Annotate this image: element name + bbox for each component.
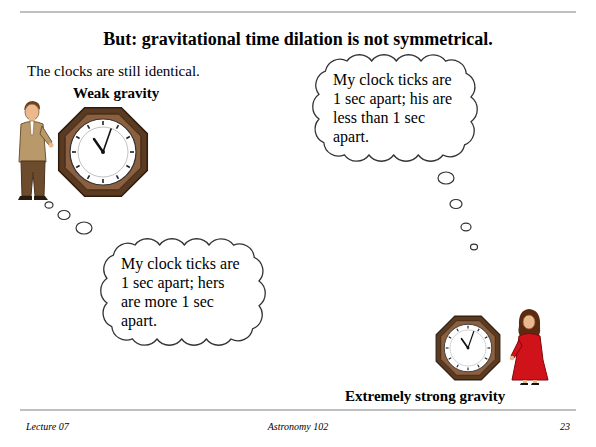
thought-cloud: My clock ticks are 1 sec apart; his are … [312,54,478,162]
thought-trail-part [461,223,471,231]
page-number: 23 [560,421,570,433]
thought-trail-part [58,211,70,220]
woman-figure-part [511,340,522,358]
woman-figure [510,309,548,385]
thought-trail-part [45,202,53,208]
woman-figure-part [520,383,528,385]
bottom-rule [20,410,576,411]
woman-figure-part [510,356,515,361]
cloud-shape [101,239,265,346]
figure-label: Extremely strong gravity [345,387,505,405]
thought-trail [438,172,478,250]
figure-label: Weak gravity [73,84,159,102]
footer-text: Astronomy 102 [268,421,328,433]
top-rule [20,12,576,13]
thought-trail-part [450,200,462,209]
thought-text: My clock ticks are 1 sec apart; hers are… [121,254,245,330]
man-figure-part [49,143,54,148]
cloud-outline [100,238,266,346]
man-figure [18,101,54,200]
cloud-text: My clock ticks are 1 sec apart; his are … [333,70,457,146]
thought-trail [45,202,92,234]
woman-figure-part [533,380,537,383]
weak-gravity-clock [59,108,148,197]
thought-trail-part [471,244,478,250]
man-figure-part [18,196,32,200]
thought-trail-part [438,172,454,184]
man-figure-part [34,196,48,200]
slide-title: But: gravitational time dilation is not … [103,29,492,50]
man-figure-part [21,161,45,196]
cloud-text: My clock ticks are 1 sec apart; hers are… [121,254,245,330]
thought-text: My clock ticks are 1 sec apart; his are … [333,70,457,146]
man-figure-part [30,121,34,135]
thought-trail-part [76,222,92,234]
woman-figure-part [523,380,527,383]
cloud-outline [312,54,478,162]
man-figure-part [25,104,39,120]
subtitle-note: The clocks are still identical. [27,62,200,80]
thought-cloud: My clock ticks are 1 sec apart; hers are… [100,238,266,346]
cloud-shape [313,55,477,162]
strong-gravity-clock [436,316,500,380]
woman-figure-part [531,383,539,385]
woman-figure-part [512,334,548,381]
woman-figure-part [523,315,535,329]
man-figure-part [40,126,52,145]
footer-text: Lecture 07 [26,421,69,433]
